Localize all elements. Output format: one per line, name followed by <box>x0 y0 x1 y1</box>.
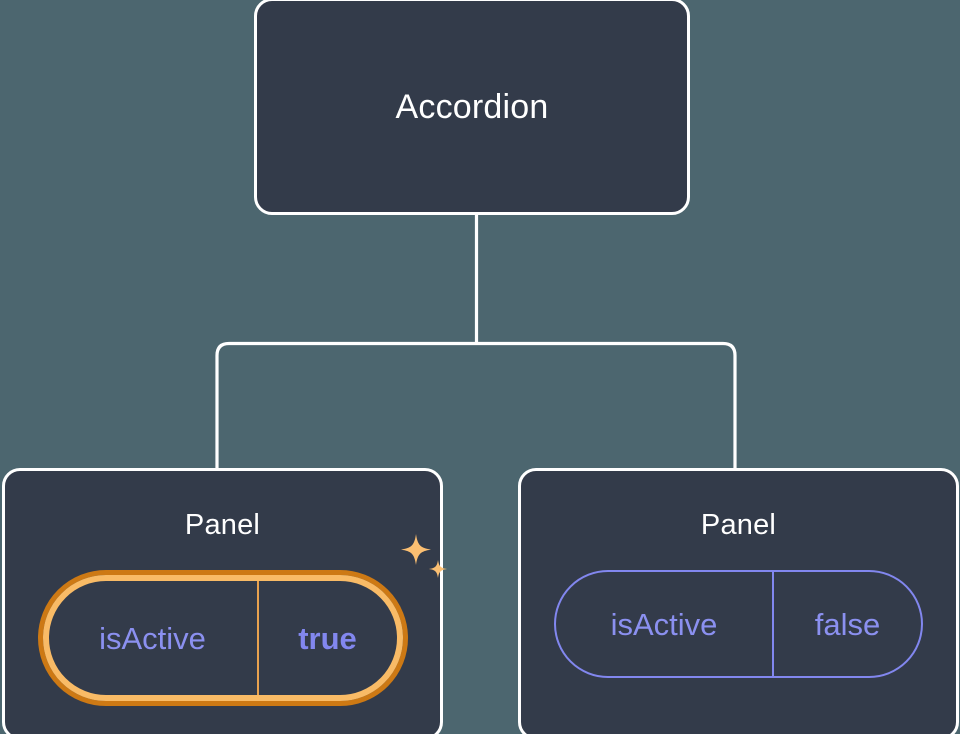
prop-pill-wrapper: isActive false <box>554 570 923 678</box>
edge-to-left-panel <box>215 341 477 470</box>
prop-pill-wrapper: isActive true <box>37 534 447 706</box>
node-accordion[interactable]: Accordion <box>254 0 690 215</box>
prop-value: true <box>256 581 397 695</box>
node-title: Panel <box>184 509 261 541</box>
node-title: Accordion <box>395 87 549 126</box>
node-panel-active[interactable]: Panel isActive true <box>2 468 447 734</box>
node-panel-inactive[interactable]: Panel isActive false <box>518 468 959 734</box>
prop-value: false <box>772 572 921 676</box>
prop-key: isActive <box>610 606 718 642</box>
edge-to-right-panel <box>476 341 737 470</box>
node-title: Panel <box>700 509 777 541</box>
prop-pill-inner: isActive true <box>42 575 403 701</box>
prop-key: isActive <box>99 620 206 656</box>
prop-pill[interactable]: isActive false <box>554 570 923 678</box>
sparkles-icon <box>400 534 447 578</box>
prop-pill-highlighted[interactable]: isActive true <box>37 570 408 706</box>
